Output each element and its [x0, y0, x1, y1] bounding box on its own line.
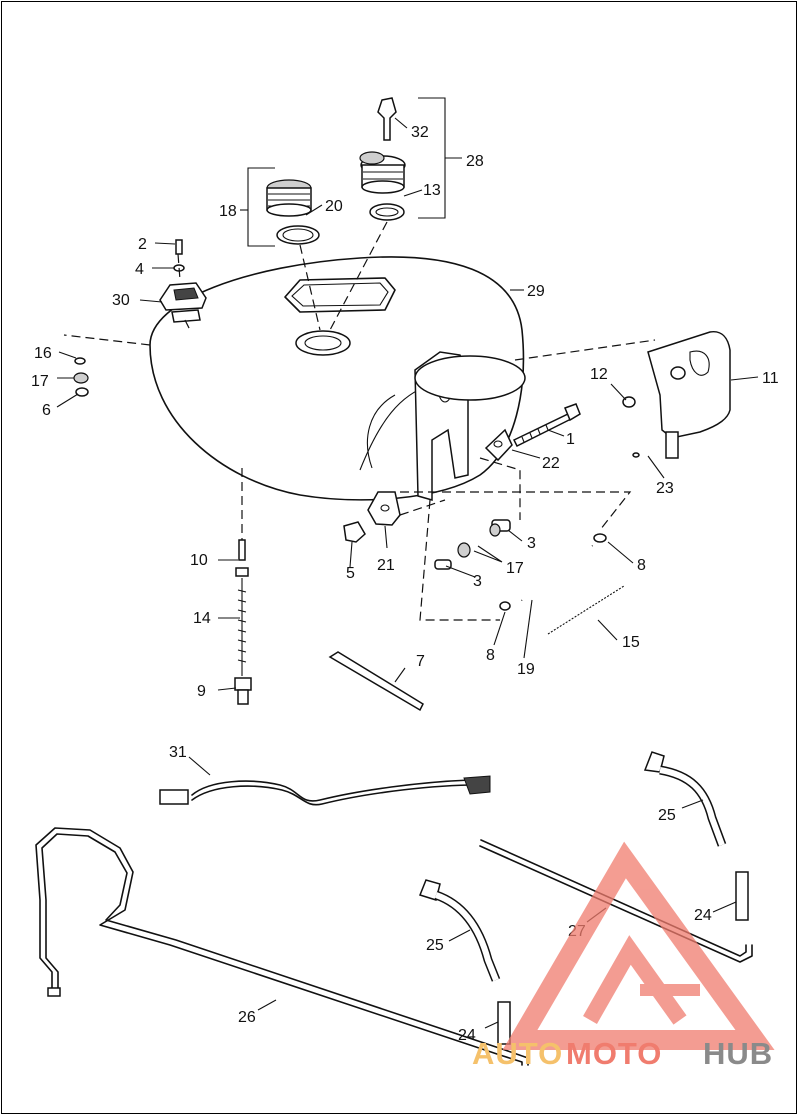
callout-11: 11 — [762, 370, 779, 387]
hose-25-right — [643, 751, 749, 921]
callout-2: 2 — [138, 236, 147, 253]
callout-32: 32 — [411, 124, 429, 141]
bracket-parts-30 — [159, 239, 207, 323]
callout-23: 23 — [656, 480, 674, 497]
callout-25a: 25 — [658, 807, 676, 824]
callout-24a: 24 — [694, 907, 712, 924]
group-brackets — [240, 97, 462, 247]
callout-20: 20 — [325, 198, 343, 215]
callout-12: 12 — [590, 366, 608, 383]
callout-19: 19 — [517, 661, 535, 678]
callout-21: 21 — [377, 557, 395, 574]
watermark-text: AUTO MOTO HUB — [472, 1036, 773, 1071]
callout-10: 10 — [190, 552, 208, 569]
callout-15: 15 — [622, 634, 640, 651]
front-mount-21 — [343, 491, 401, 543]
callout-31: 31 — [169, 744, 187, 761]
callout-24b: 24 — [458, 1027, 476, 1044]
tool-7 — [328, 651, 424, 712]
callout-29: 29 — [527, 283, 545, 300]
callout-17b: 17 — [506, 560, 524, 577]
callout-25b: 25 — [426, 937, 444, 954]
automotohub-watermark — [502, 841, 775, 1050]
side-cover-11 — [622, 330, 731, 459]
locking-cap-28 — [359, 97, 406, 221]
leader-lines — [56, 117, 759, 1029]
callout-13: 13 — [423, 182, 441, 199]
callout-6: 6 — [42, 402, 51, 419]
callout-labels: 1 2 3 3 4 5 6 7 8 8 9 10 11 12 13 14 15 … — [31, 124, 779, 1044]
bolt-1 — [484, 403, 581, 462]
callout-9: 9 — [197, 683, 206, 700]
callout-18: 18 — [219, 203, 237, 220]
vent-hose-19 — [499, 533, 625, 635]
callout-30: 30 — [112, 292, 130, 309]
callout-3a: 3 — [527, 535, 536, 552]
callout-4: 4 — [135, 261, 144, 278]
connection-lines — [63, 221, 656, 621]
hose-25-left — [419, 879, 511, 1045]
callout-3b: 3 — [473, 573, 482, 590]
callout-7: 7 — [416, 653, 425, 670]
fuel-sender-9-10-14 — [234, 539, 252, 705]
fuel-line-26 — [35, 827, 529, 1066]
callout-14: 14 — [193, 610, 211, 627]
wire-harness-31 — [159, 775, 491, 806]
callout-5: 5 — [346, 565, 355, 582]
callout-17a: 17 — [31, 373, 49, 390]
callout-1: 1 — [566, 431, 575, 448]
fuel-cap-18 — [266, 179, 320, 245]
callout-16: 16 — [34, 345, 52, 362]
callout-8a: 8 — [637, 557, 646, 574]
callout-8b: 8 — [486, 647, 495, 664]
callout-26: 26 — [238, 1009, 256, 1026]
watermark-hub: HUB — [703, 1036, 773, 1071]
left-mount-parts — [73, 357, 89, 397]
callout-28: 28 — [466, 153, 484, 170]
callout-22: 22 — [542, 455, 560, 472]
watermark-auto: AUTO — [472, 1036, 563, 1071]
fuel-tank — [149, 256, 526, 501]
spacers-3-17 — [434, 519, 511, 570]
watermark-moto: MOTO — [566, 1036, 662, 1071]
